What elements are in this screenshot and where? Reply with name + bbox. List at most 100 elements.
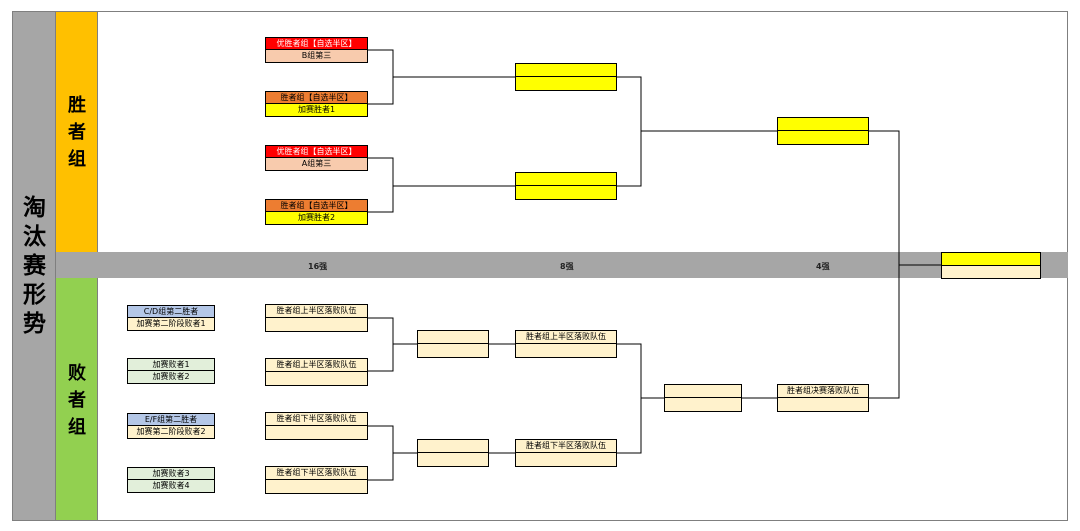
team-slot — [665, 398, 741, 411]
team-label: 优胜者组【自选半区】 — [276, 147, 357, 156]
losers-r1-match-4: 胜者组下半区落败队伍 — [265, 466, 368, 494]
team-slot — [778, 398, 868, 411]
team-slot: A组第三 — [266, 158, 367, 170]
losers-entry-match-4: 加赛败者3 加赛败者4 — [127, 467, 215, 493]
losers-section-label: 败者组 — [68, 363, 86, 438]
team-label: 加赛败者1 — [152, 360, 190, 369]
losers-r1-match-3: 胜者组下半区落败队伍 — [265, 412, 368, 440]
winners-sf-match — [777, 117, 869, 145]
title-band: 淘汰赛形势 — [13, 12, 56, 520]
team-slot: B组第三 — [266, 50, 367, 62]
team-slot: 加赛败者4 — [128, 480, 214, 492]
team-slot — [516, 173, 616, 186]
team-label: 胜者组【自选半区】 — [280, 201, 353, 210]
team-slot — [516, 186, 616, 199]
losers-section-band: 败者组 — [56, 278, 98, 520]
team-slot — [418, 331, 488, 344]
team-slot — [418, 440, 488, 453]
losers-r2-match-2 — [417, 439, 489, 467]
team-slot — [418, 344, 488, 357]
losers-r1-match-2: 胜者组上半区落败队伍 — [265, 358, 368, 386]
team-slot: 胜者组上半区落败队伍 — [266, 359, 367, 372]
losers-r3-match-2: 胜者组下半区落败队伍 — [515, 439, 617, 467]
team-slot: 加赛败者3 — [128, 468, 214, 480]
losers-r3-match-1: 胜者组上半区落败队伍 — [515, 330, 617, 358]
team-label: 胜者组【自选半区】 — [280, 93, 353, 102]
team-slot: 胜者组下半区落败队伍 — [266, 413, 367, 426]
team-slot — [665, 385, 741, 398]
team-label: 胜者组下半区落败队伍 — [276, 468, 357, 477]
team-label: 加赛败者3 — [152, 469, 190, 478]
team-label: E/F组第二胜者 — [144, 415, 198, 424]
winners-qf-match-1 — [515, 63, 617, 91]
losers-entry-match-2: 加赛败者1 加赛败者2 — [127, 358, 215, 384]
team-slot: C/D组第二胜者 — [128, 306, 214, 318]
winners-r16-match-1: 优胜者组【自选半区】 B组第三 — [265, 37, 368, 63]
team-label: 胜者组下半区落败队伍 — [276, 414, 357, 423]
team-slot — [942, 265, 1040, 278]
team-slot: 胜者组决赛落败队伍 — [778, 385, 868, 398]
team-slot: 优胜者组【自选半区】 — [266, 146, 367, 158]
team-slot — [266, 426, 367, 439]
team-slot — [266, 480, 367, 493]
team-label: 加赛第二阶段败者2 — [136, 427, 206, 436]
team-slot: 加赛败者2 — [128, 371, 214, 383]
team-slot — [418, 453, 488, 466]
team-slot: 胜者组上半区落败队伍 — [266, 305, 367, 318]
team-slot — [516, 344, 616, 357]
winners-section-label: 胜者组 — [68, 95, 86, 170]
team-label: 优胜者组【自选半区】 — [276, 39, 357, 48]
team-slot — [516, 453, 616, 466]
team-slot: 加赛第二阶段败者2 — [128, 426, 214, 438]
team-slot: 加赛第二阶段败者1 — [128, 318, 214, 330]
team-slot: 胜者组【自选半区】 — [266, 200, 367, 212]
winners-r16-match-4: 胜者组【自选半区】 加赛胜者2 — [265, 199, 368, 225]
team-label: 加赛胜者2 — [297, 213, 336, 222]
team-slot: 加赛胜者1 — [266, 104, 367, 116]
team-slot: 加赛胜者2 — [266, 212, 367, 224]
team-slot — [266, 318, 367, 331]
losers-r5-match: 胜者组决赛落败队伍 — [777, 384, 869, 412]
team-label: 加赛败者2 — [152, 372, 190, 381]
team-label: 胜者组决赛落败队伍 — [787, 386, 859, 395]
team-slot — [266, 372, 367, 385]
round-label-sf: 4强 — [816, 262, 830, 271]
team-slot — [942, 253, 1040, 266]
winners-r16-match-3: 优胜者组【自选半区】 A组第三 — [265, 145, 368, 171]
title-text: 淘汰赛形势 — [23, 195, 46, 337]
team-label: 加赛胜者1 — [297, 105, 336, 114]
team-slot: 胜者组下半区落败队伍 — [516, 440, 616, 453]
losers-entry-match-3: E/F组第二胜者 加赛第二阶段败者2 — [127, 413, 215, 439]
winners-r16-match-2: 胜者组【自选半区】 加赛胜者1 — [265, 91, 368, 117]
page-title: 淘汰赛形势 — [13, 194, 56, 339]
team-label: C/D组第二胜者 — [143, 307, 199, 316]
team-label: A组第三 — [301, 159, 332, 168]
losers-r1-match-1: 胜者组上半区落败队伍 — [265, 304, 368, 332]
team-slot: E/F组第二胜者 — [128, 414, 214, 426]
team-slot: 优胜者组【自选半区】 — [266, 38, 367, 50]
losers-r4-match — [664, 384, 742, 412]
team-slot: 胜者组上半区落败队伍 — [516, 331, 616, 344]
round-label-r16: 16强 — [308, 262, 328, 271]
team-label: 胜者组下半区落败队伍 — [526, 441, 606, 450]
team-slot: 胜者组下半区落败队伍 — [266, 467, 367, 480]
winners-section-band: 胜者组 — [56, 12, 98, 252]
final-match — [941, 252, 1041, 279]
losers-r2-match-1 — [417, 330, 489, 358]
team-slot: 胜者组【自选半区】 — [266, 92, 367, 104]
team-label: 胜者组上半区落败队伍 — [526, 332, 606, 341]
team-label: B组第三 — [301, 51, 332, 60]
team-slot — [778, 118, 868, 131]
team-label: 加赛败者4 — [152, 481, 190, 490]
team-slot: 加赛败者1 — [128, 359, 214, 371]
team-slot — [778, 131, 868, 144]
winners-qf-match-2 — [515, 172, 617, 200]
losers-entry-match-1: C/D组第二胜者 加赛第二阶段败者1 — [127, 305, 215, 331]
team-slot — [516, 64, 616, 77]
team-label: 加赛第二阶段败者1 — [136, 319, 206, 328]
team-label: 胜者组上半区落败队伍 — [276, 360, 357, 369]
team-label: 胜者组上半区落败队伍 — [276, 306, 357, 315]
round-label-qf: 8强 — [560, 262, 574, 271]
team-slot — [516, 77, 616, 90]
